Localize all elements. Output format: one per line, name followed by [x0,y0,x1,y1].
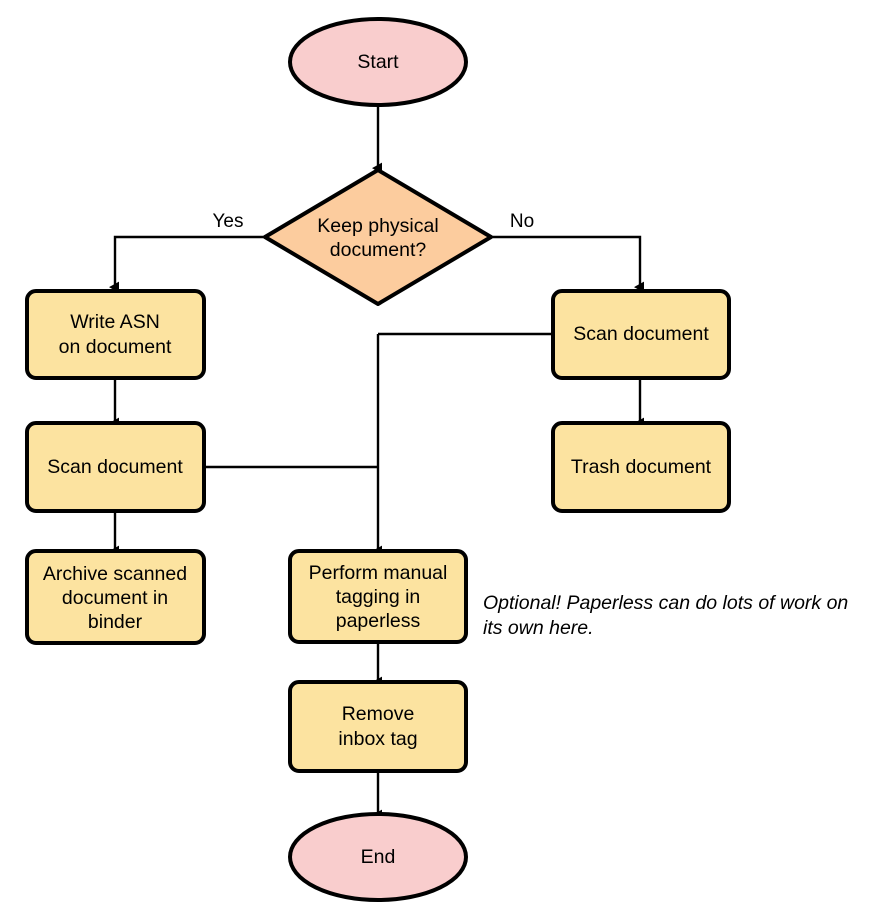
end-ellipse-shape [288,812,468,902]
node-scan-document-left[interactable]: Scan document [25,421,206,513]
edge-label-no: No [510,211,534,232]
write-asn-label-line1: Write ASN [70,311,160,333]
scan-left-box-shape [25,421,206,513]
write-asn-box-shape [25,289,206,380]
start-label: Start [357,51,399,73]
decision-diamond-shape [263,168,493,306]
trash-label: Trash document [571,456,712,478]
manual-tagging-box-shape [288,549,468,644]
archive-label-line2: document in [62,587,168,609]
edge-label-yes: Yes [213,211,244,232]
edge-decision-yes-to-write-asn [115,235,265,287]
node-scan-document-right[interactable]: Scan document [551,289,731,380]
edge-decision-no-to-scan-right [491,235,640,287]
archive-box-shape [25,549,206,645]
node-decision-keep-physical-document[interactable]: Keep physical document? [263,168,493,306]
remove-inbox-label-line2: inbox tag [338,728,417,750]
end-label: End [361,846,396,868]
node-archive-scanned-document[interactable]: Archive scanned document in binder [25,549,206,645]
node-remove-inbox-tag[interactable]: Remove inbox tag [288,680,468,773]
trash-box-shape [551,421,731,513]
manual-tagging-label-line3: paperless [336,610,421,632]
decision-label-line1: Keep physical [317,215,438,237]
archive-label-line1: Archive scanned [43,563,187,585]
node-trash-document[interactable]: Trash document [551,421,731,513]
scan-right-label: Scan document [573,323,709,345]
scan-right-box-shape [551,289,731,380]
write-asn-label-line2: on document [59,336,172,358]
start-ellipse-shape [288,17,468,107]
archive-label-line3: binder [88,611,143,633]
node-end[interactable]: End [288,812,468,902]
manual-tagging-label-line2: tagging in [336,586,421,608]
decision-label-line2: document? [330,239,427,261]
remove-inbox-box-shape [288,680,468,773]
node-write-asn-on-document[interactable]: Write ASN on document [25,289,206,380]
node-perform-manual-tagging[interactable]: Perform manual tagging in paperless [288,549,468,644]
annotation-optional-note: Optional! Paperless can do lots of work … [483,592,848,639]
optional-note-line1: Optional! Paperless can do lots of work … [483,592,848,614]
scan-left-label: Scan document [47,456,183,478]
manual-tagging-label-line1: Perform manual [309,562,448,584]
remove-inbox-label-line1: Remove [342,703,415,725]
node-start[interactable]: Start [288,17,468,107]
optional-note-line2: its own here. [483,617,594,639]
